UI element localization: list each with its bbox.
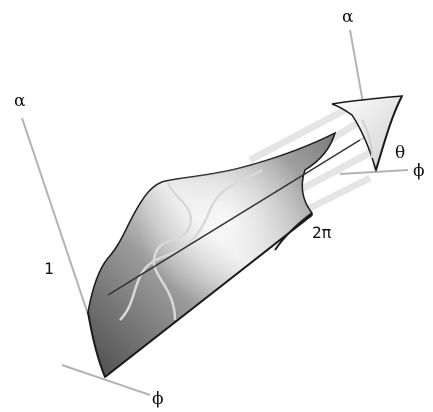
alpha-axis-left [21, 117, 96, 336]
label-theta: θ [395, 143, 405, 163]
s-curve-lower [119, 168, 263, 321]
s-curve-upper [152, 182, 193, 321]
label-two-pi: 2π [312, 223, 332, 242]
phi-axis-right [339, 169, 409, 175]
center-axis [107, 139, 361, 296]
theta-arc [361, 119, 373, 159]
label-alpha-top: α [342, 7, 354, 27]
surface-bottom-edge [104, 214, 313, 378]
surface-left-edge [87, 311, 106, 378]
label-phi-right: ϕ [413, 161, 425, 181]
label-one: 1 [44, 259, 54, 278]
label-phi-bottom: ϕ [152, 389, 164, 409]
label-alpha-left: α [14, 91, 26, 111]
phi-axis-bottom [61, 364, 151, 396]
